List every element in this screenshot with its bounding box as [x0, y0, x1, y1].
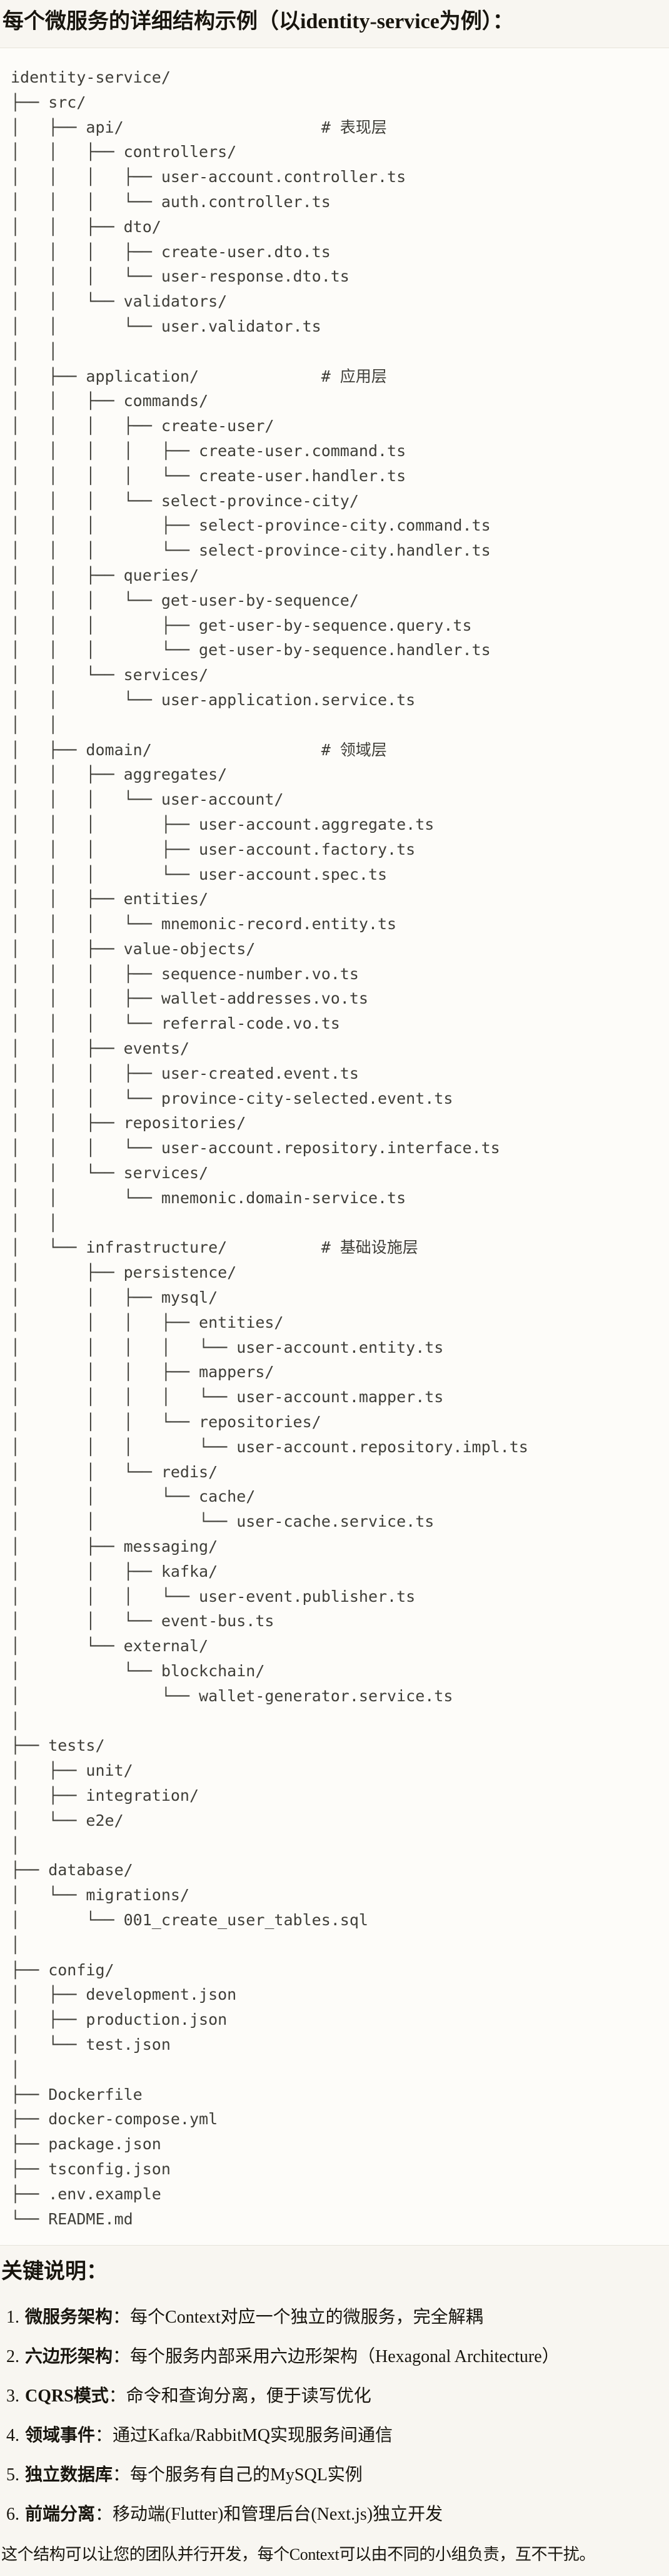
item-number: 1.	[6, 2308, 19, 2328]
item-number: 2.	[6, 2347, 19, 2367]
item-term: 前端分离	[25, 2505, 96, 2525]
item-term: 微服务架构	[25, 2308, 113, 2328]
key-note-item-6: 6. 前端分离：移动端(Flutter)和管理后台(Next.js)独立开发	[0, 2502, 669, 2527]
key-notes-heading: 关键说明：	[1, 2260, 108, 2284]
item-desc: ：通过Kafka/RabbitMQ实现服务间通信	[95, 2426, 393, 2446]
item-desc: ：命令和查询分离，便于读写优化	[108, 2386, 371, 2406]
item-term: 独立数据库	[25, 2465, 113, 2485]
item-number: 4.	[6, 2426, 19, 2446]
item-desc: ：移动端(Flutter)和管理后台(Next.js)独立开发	[95, 2505, 443, 2525]
closing-note: 这个结构可以让您的团队并行开发，每个Context可以由不同的小组负责，互不干扰…	[1, 2545, 595, 2564]
code-block: identity-service/ ├── src/ │ ├── api/ # …	[0, 48, 669, 2246]
key-note-item-4: 4. 领域事件：通过Kafka/RabbitMQ实现服务间通信	[0, 2423, 669, 2448]
item-term: CQRS模式	[25, 2386, 109, 2406]
item-desc: ：每个Context对应一个独立的微服务，完全解耦	[113, 2308, 483, 2328]
item-desc: ：每个服务有自己的MySQL实例	[113, 2465, 363, 2485]
item-number: 6.	[6, 2505, 19, 2525]
key-note-item-1: 1. 微服务架构：每个Context对应一个独立的微服务，完全解耦	[0, 2305, 669, 2330]
item-number: 3.	[6, 2386, 19, 2406]
page-title: 每个微服务的详细结构示例（以identity-service为例）：	[3, 10, 514, 33]
key-note-item-3: 3. CQRS模式：命令和查询分离，便于读写优化	[0, 2384, 669, 2409]
key-note-item-2: 2. 六边形架构：每个服务内部采用六边形架构（Hexagonal Architec…	[0, 2344, 669, 2370]
item-term: 六边形架构	[25, 2347, 113, 2367]
item-term: 领域事件	[25, 2426, 96, 2446]
key-note-item-5: 5. 独立数据库：每个服务有自己的MySQL实例	[0, 2463, 669, 2488]
directory-tree: identity-service/ ├── src/ │ ├── api/ # …	[11, 68, 528, 2228]
item-number: 5.	[6, 2465, 19, 2485]
item-desc: ：每个服务内部采用六边形架构（Hexagonal Architecture）	[113, 2347, 560, 2367]
